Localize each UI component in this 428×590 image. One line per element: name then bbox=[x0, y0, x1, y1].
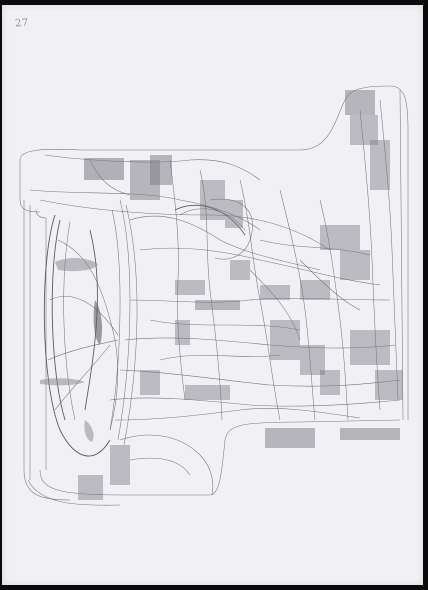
node-clusters bbox=[78, 90, 403, 500]
left-loop-structure bbox=[40, 199, 138, 457]
connecting-curves bbox=[29, 99, 401, 496]
outer-frame-lines bbox=[19, 85, 409, 506]
